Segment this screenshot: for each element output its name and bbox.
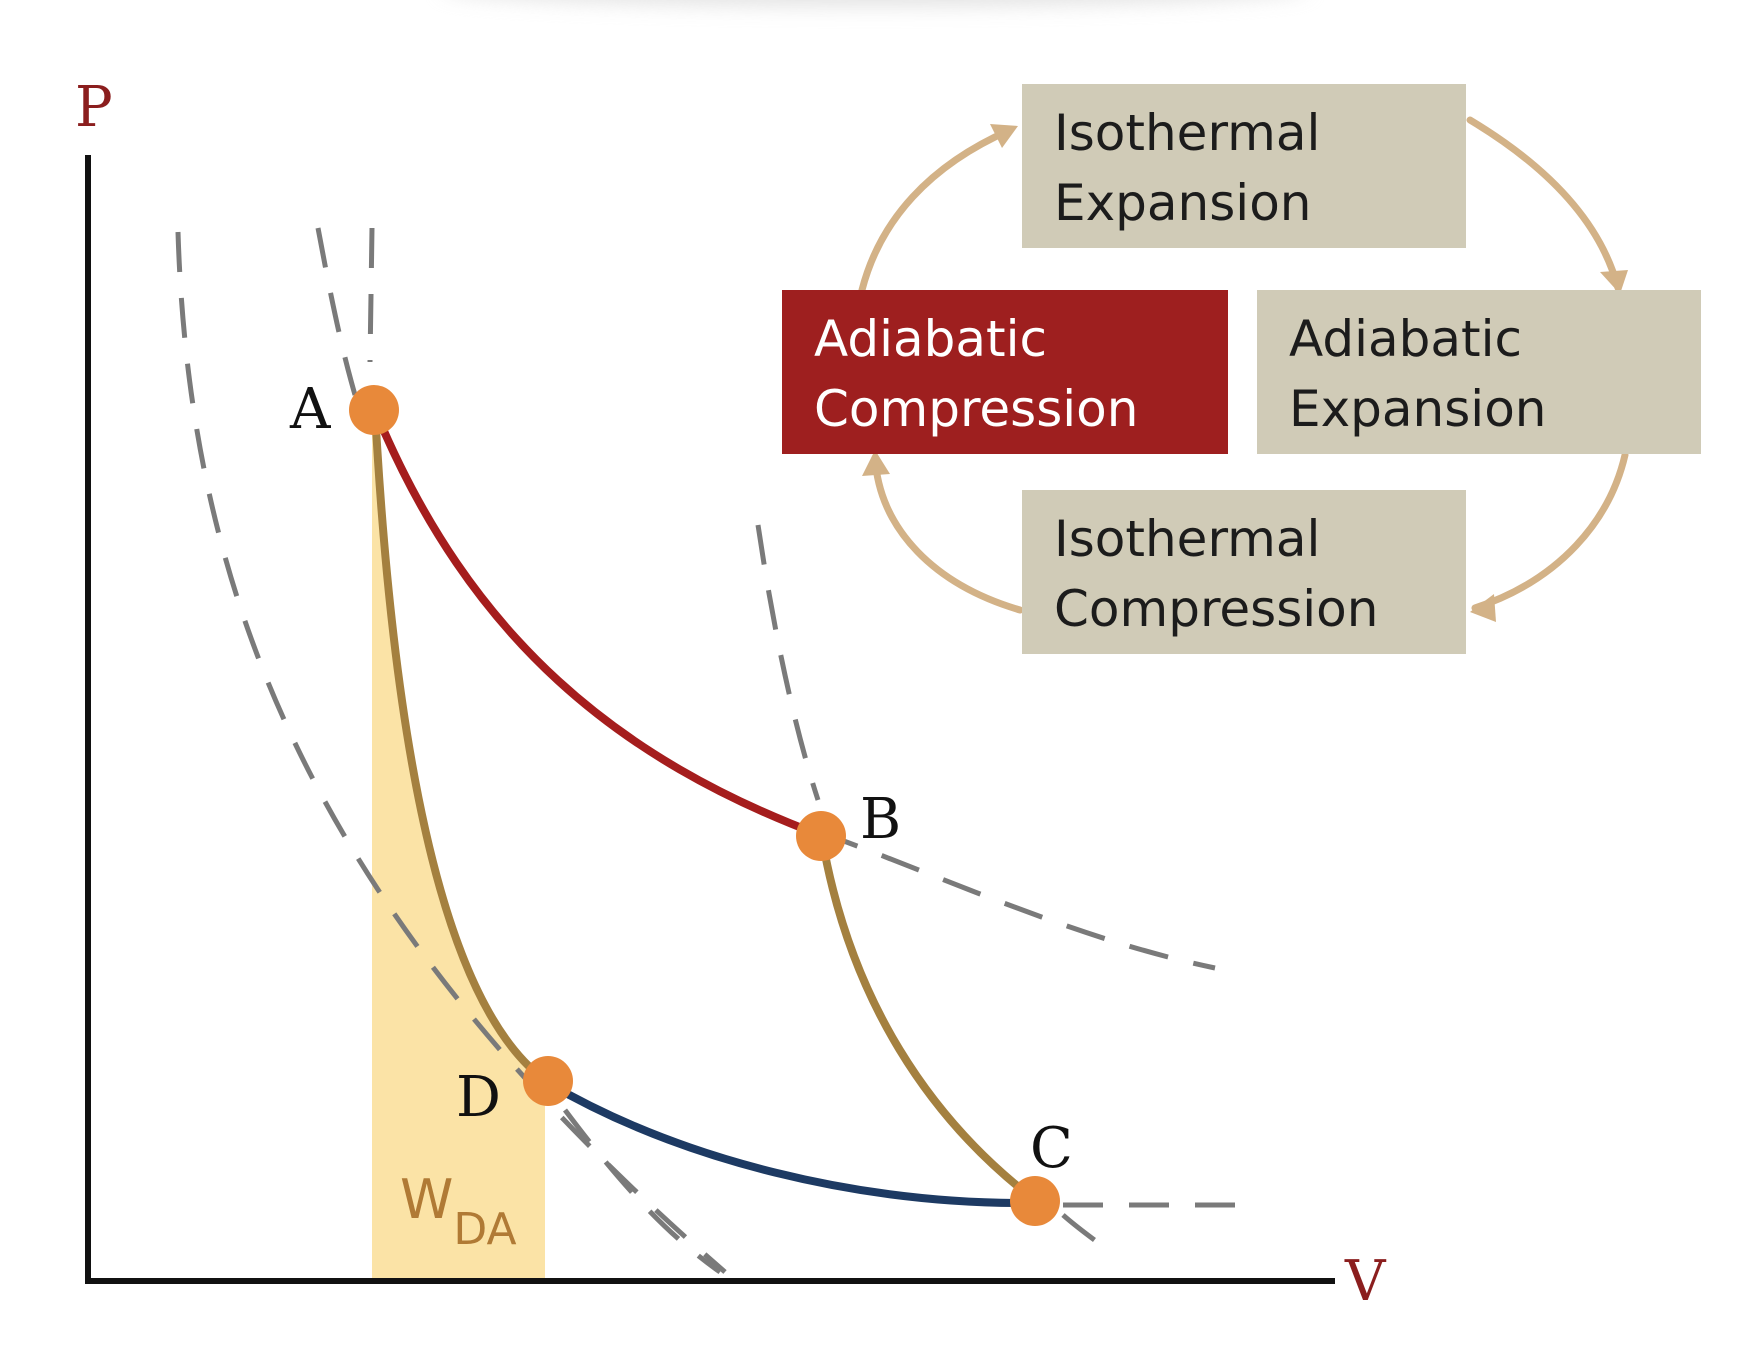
point-a	[349, 385, 399, 435]
arrow-isothermal-compression-to-adiabatic-compression	[871, 454, 1024, 614]
adiabatic-expansion-curve-bc	[818, 837, 1038, 1204]
dashed-isotherm-low	[175, 231, 727, 1274]
arrowhead-3	[1470, 594, 1496, 622]
point-b-label: B	[860, 787, 901, 852]
arrowhead-4	[862, 450, 890, 476]
point-a-label: A	[289, 377, 331, 442]
isothermal-compression-box: Isothermal Compression	[1022, 490, 1466, 654]
work-label-sub: DA	[453, 1204, 516, 1255]
y-axis-label: P	[75, 75, 113, 140]
arrow-isothermal-expansion-to-adiabatic-expansion	[1466, 116, 1622, 292]
adiabatic-compression-curve-da	[371, 409, 548, 1084]
top-edge-shadow	[440, 0, 1310, 6]
work-label-main: W	[400, 1168, 453, 1231]
dashed-adiabat-left-2	[367, 227, 375, 363]
point-c	[1010, 1176, 1060, 1226]
isothermal-compression-line-1: Isothermal	[1054, 510, 1321, 568]
cycle-arrowheads	[862, 124, 1628, 622]
arrowhead-2	[1600, 270, 1628, 294]
arrow-compression-to-isothermal-expansion	[858, 126, 1014, 294]
isothermal-expansion-curve-ab	[371, 408, 822, 839]
arrow-adiabatic-expansion-to-isothermal-compression	[1471, 451, 1629, 612]
x-axis-label: V	[1344, 1249, 1387, 1314]
cycle-arrows	[858, 116, 1629, 614]
point-d	[523, 1056, 573, 1106]
isothermal-compression-curve-cd	[545, 1079, 1036, 1208]
dashed-isotherm-high-ext	[819, 829, 1216, 971]
isothermal-expansion-line-1: Isothermal	[1054, 104, 1321, 162]
adiabatic-compression-line-1: Adiabatic	[814, 310, 1047, 368]
dashed-adiabat-left	[315, 227, 358, 396]
adiabatic-expansion-box: Adiabatic Expansion	[1257, 290, 1701, 454]
dashed-isotherm-d-ext	[563, 1108, 722, 1275]
point-d-label: D	[456, 1065, 501, 1130]
dashed-adiabat-right-ext	[1061, 1213, 1107, 1250]
arrowhead-1	[990, 124, 1018, 148]
point-c-label: C	[1030, 1116, 1073, 1181]
adiabatic-expansion-line-1: Adiabatic	[1289, 310, 1522, 368]
isothermal-compression-line-2: Compression	[1054, 580, 1379, 638]
adiabatic-expansion-line-2: Expansion	[1289, 380, 1547, 438]
adiabatic-compression-box: Adiabatic Compression	[782, 290, 1228, 454]
dashed-adiabat-right	[755, 524, 821, 801]
dashed-guide-curves	[175, 227, 1235, 1275]
isothermal-expansion-line-2: Expansion	[1054, 174, 1312, 232]
work-area-da	[372, 408, 545, 1282]
isothermal-expansion-box: Isothermal Expansion	[1022, 84, 1466, 248]
adiabatic-compression-line-2: Compression	[814, 380, 1139, 438]
point-b	[796, 811, 846, 861]
work-label: WDA	[400, 1168, 517, 1255]
